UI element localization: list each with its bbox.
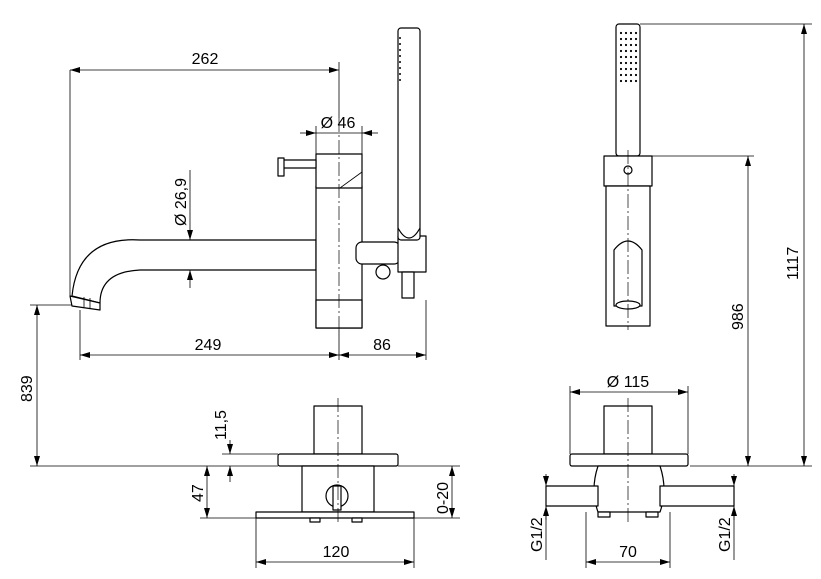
dim-label-115: Ø 115: [607, 374, 650, 391]
plate-foot: [309, 517, 321, 523]
hand-shower-bottom: [397, 227, 421, 239]
lever-handle: [281, 159, 317, 169]
dim-label-47: 47: [190, 484, 207, 502]
inlet-pipe-right: [659, 485, 735, 507]
dim-label-46: Ø 46: [321, 115, 356, 132]
dim-label-1117: 1117: [785, 247, 802, 280]
dim-label-249: 249: [195, 337, 222, 354]
mounting-plate: [255, 511, 415, 519]
front-plate-foot: [597, 511, 611, 518]
front-base-flange: [569, 453, 689, 467]
shower-holder: [397, 235, 427, 273]
cap-bevel: [316, 171, 363, 189]
dim-label-0-20: 0-20: [435, 482, 452, 514]
inlet-pipe: [332, 485, 342, 511]
shower-holder-arm: [355, 241, 401, 265]
lever-knob: [277, 157, 285, 177]
front-hand-shower: [615, 23, 641, 157]
plate-foot: [351, 517, 363, 523]
dim-label-11-5: 11,5: [213, 410, 230, 440]
front-spray-holes: [619, 31, 638, 83]
inlet-pipe-left: [545, 485, 599, 507]
holder-knob: [375, 264, 391, 280]
base-side-view: 11,5 47 0-20 120: [190, 398, 460, 568]
front-plate-foot: [645, 511, 659, 518]
dim-label-26-9: Ø 26,9: [173, 178, 190, 226]
dim-label-86: 86: [373, 337, 391, 354]
dim-label-120: 120: [323, 544, 350, 561]
dim-label-986: 986: [730, 303, 747, 330]
spray-holes: [399, 37, 401, 81]
base-front-view: Ø 115 70 G1/2 G1/2: [529, 374, 737, 568]
dim-label-262: 262: [192, 51, 219, 68]
front-installation-box: [593, 465, 665, 513]
dim-label-70: 70: [619, 544, 637, 561]
thread-label-left: G1/2: [529, 517, 546, 552]
dim-label-839: 839: [19, 375, 36, 402]
spout: [71, 239, 317, 304]
hose-connector: [401, 271, 415, 299]
front-view: 1117 986: [603, 23, 812, 467]
hand-shower-handle: [397, 27, 421, 241]
side-view: 262 Ø 46 Ø 26,9 249 86 839: [19, 27, 427, 467]
thread-label-right: G1/2: [717, 517, 734, 552]
